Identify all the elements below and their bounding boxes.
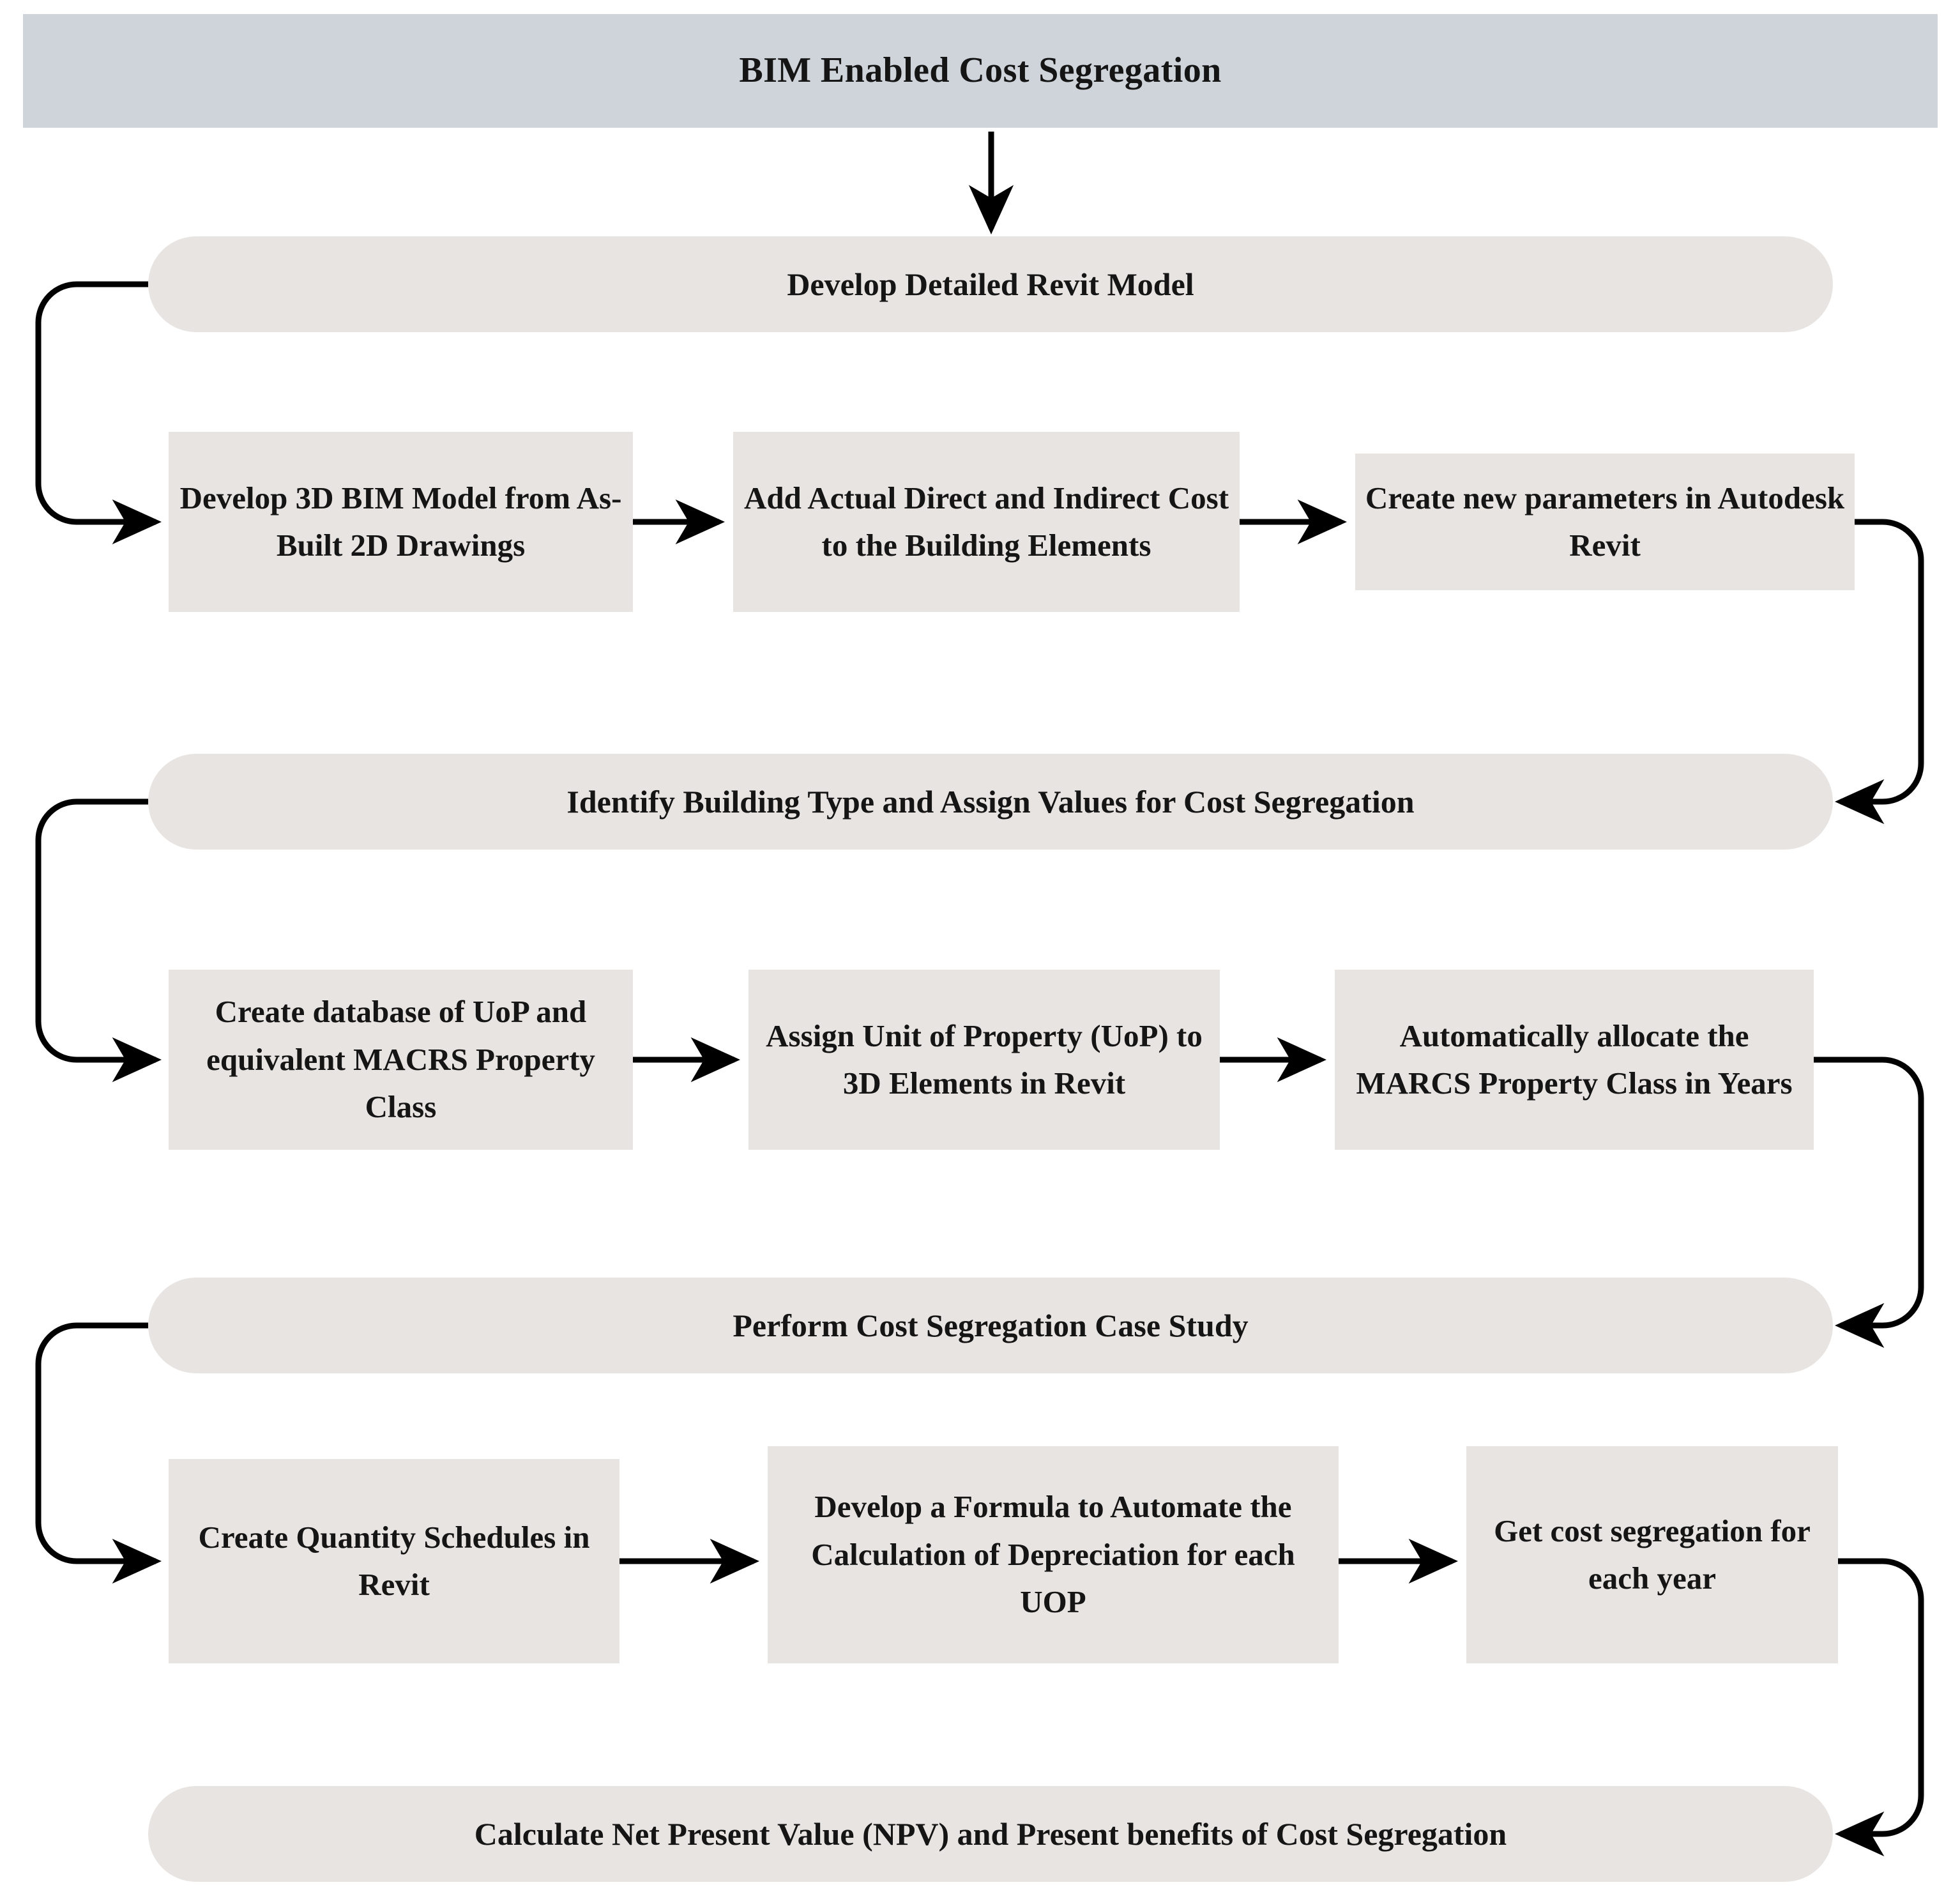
connector-pill1-to-box11 [35, 281, 162, 545]
box-2-3 [1335, 970, 1814, 1150]
box-3-1 [169, 1459, 619, 1663]
box-2-2 [748, 970, 1220, 1150]
pill-final [148, 1786, 1833, 1882]
connector-pill3-to-box31 [35, 1322, 162, 1584]
pill-stage-3 [148, 1278, 1833, 1373]
connector-box33-to-final [1834, 1558, 1924, 1857]
pill-stage-2 [148, 754, 1833, 850]
box-1-1 [169, 432, 633, 612]
pill-stage-1 [148, 236, 1833, 332]
box-3-2 [768, 1446, 1339, 1663]
connector-box13-to-pill2 [1834, 519, 1924, 825]
connector-box23-to-pill3 [1814, 1057, 1924, 1348]
box-2-1 [169, 970, 633, 1150]
header-banner [23, 14, 1938, 128]
box-1-3 [1355, 454, 1855, 590]
connector-pill2-to-box21 [35, 798, 162, 1083]
box-1-2 [733, 432, 1240, 612]
box-3-3 [1466, 1446, 1838, 1663]
